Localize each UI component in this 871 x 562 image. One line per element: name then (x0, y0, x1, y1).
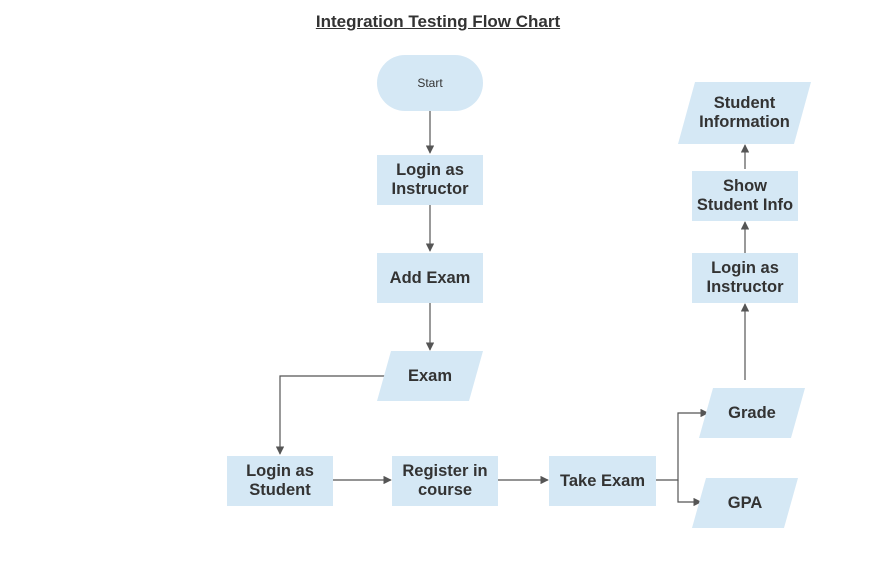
student-information-data-node: Student Information (678, 82, 811, 144)
start-node: Start (377, 55, 483, 111)
grade-label: Grade (728, 403, 776, 422)
login-instructor-label: Login as Instructor (391, 161, 469, 198)
exam-label: Exam (407, 366, 453, 385)
grade-parallelogram-shape (699, 388, 805, 438)
edge-take-exam-to-gpa (677, 480, 702, 507)
edge-exam-to-login-student (275, 375, 385, 455)
take-exam-label: Take Exam (560, 471, 645, 490)
edge-take-exam-to-grade (656, 408, 709, 481)
exam-parallelogram-shape (377, 351, 483, 401)
show-student-info-process-node: Show Student Info (692, 171, 798, 221)
gpa-parallelogram-shape (692, 478, 798, 528)
gpa-label: GPA (727, 493, 763, 512)
student-information-label: Student Information (699, 94, 790, 131)
start-label: Start (417, 75, 443, 90)
gpa-data-node: GPA (692, 478, 798, 528)
login-instructor-2-process-node: Login as Instructor (692, 253, 798, 303)
exam-data-node: Exam (377, 351, 483, 401)
login-instructor-process-node: Login as Instructor (377, 155, 483, 205)
register-course-label: Register in course (402, 462, 488, 499)
take-exam-process-node: Take Exam (549, 456, 656, 506)
show-student-info-label: Show Student Info (696, 177, 794, 214)
register-course-process-node: Register in course (392, 456, 498, 506)
chart-title: Integration Testing Flow Chart (315, 12, 561, 31)
add-exam-process-node: Add Exam (377, 253, 483, 303)
add-exam-label: Add Exam (389, 268, 471, 287)
login-student-label: Login as Student (246, 462, 314, 499)
grade-data-node: Grade (699, 388, 805, 438)
login-student-process-node: Login as Student (227, 456, 333, 506)
student-information-parallelogram-shape (678, 82, 811, 144)
login-instructor-2-label: Login as Instructor (706, 259, 784, 296)
